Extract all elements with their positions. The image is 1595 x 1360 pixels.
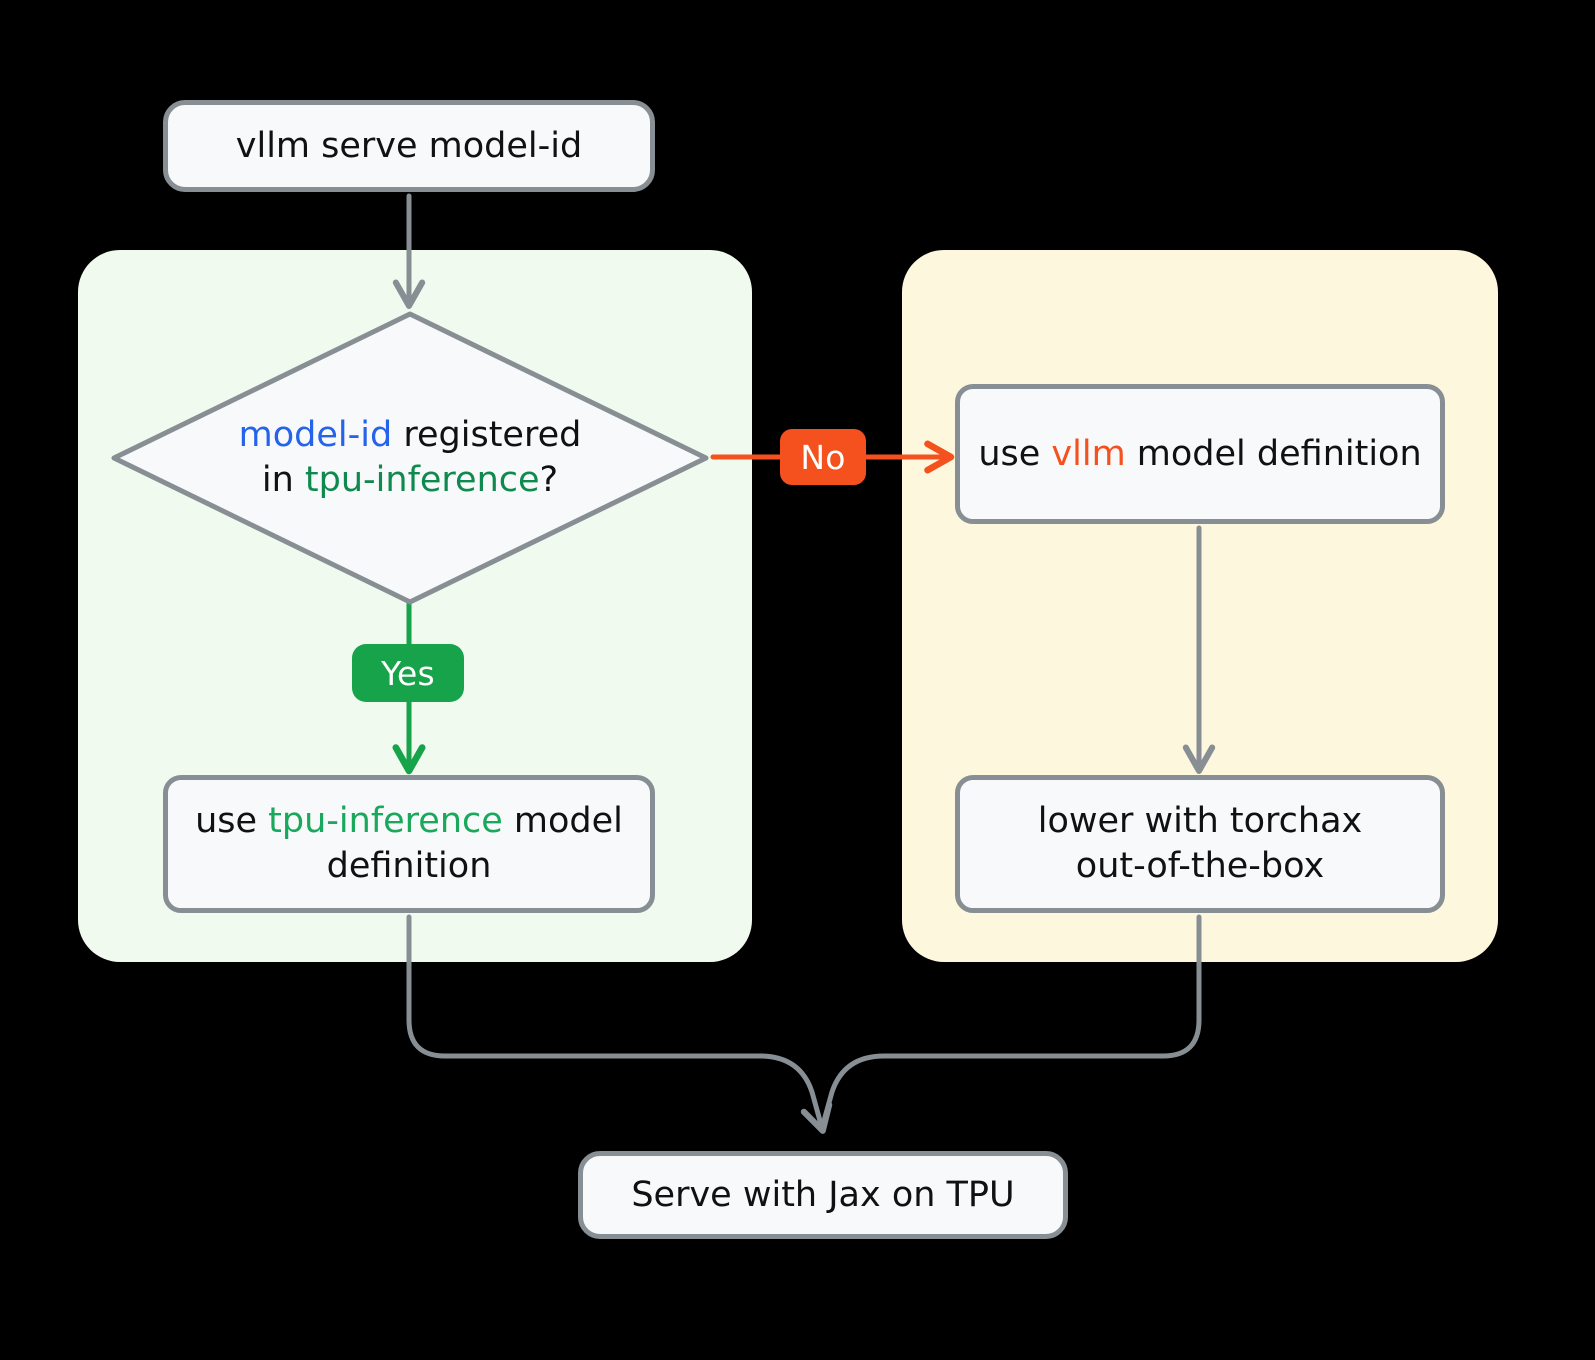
edge-label-yes: Yes: [352, 644, 464, 702]
tpu-node-token: tpu-inference: [268, 801, 503, 842]
node-use-vllm-model-definition[interactable]: use vllm model definition: [955, 384, 1445, 524]
tpu-node-suffix: model definition: [326, 801, 623, 886]
node-use-tpu-inference-model-definition[interactable]: use tpu-inference model definition: [163, 775, 655, 913]
diamond-shape: [111, 311, 709, 605]
vllm-node-prefix: use: [978, 433, 1052, 474]
node-start-command[interactable]: vllm serve model-id: [163, 100, 655, 192]
node-serve-with-jax-on-tpu[interactable]: Serve with Jax on TPU: [578, 1151, 1068, 1239]
torchax-line-2: out-of-the-box: [1075, 846, 1325, 886]
vllm-node-token: vllm: [1051, 433, 1126, 474]
tpu-node-prefix: use: [195, 801, 269, 842]
edge-label-no: No: [780, 429, 866, 485]
node-serve-label: Serve with Jax on TPU: [631, 1174, 1015, 1215]
node-decision[interactable]: model-id registered in tpu-inference?: [108, 308, 712, 608]
edge-label-yes-text: Yes: [381, 653, 435, 693]
node-start-label: vllm serve model-id: [235, 125, 583, 166]
node-lower-with-torchax[interactable]: lower with torchax out-of-the-box: [955, 775, 1445, 913]
edge-label-no-text: No: [800, 437, 846, 477]
vllm-node-suffix: model definition: [1125, 433, 1422, 474]
torchax-line-1: lower with torchax: [1037, 801, 1363, 842]
